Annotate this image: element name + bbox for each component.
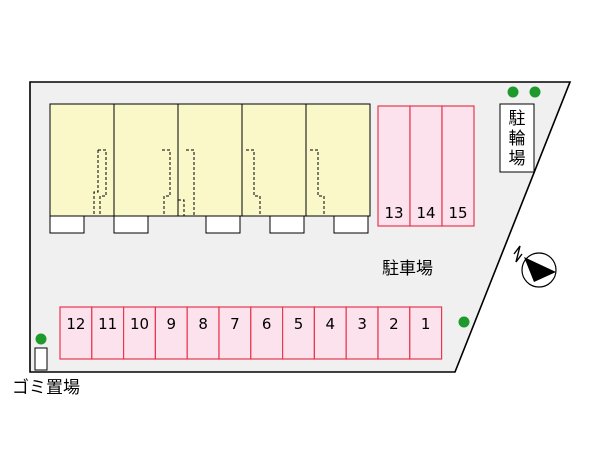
- tree-icon: [458, 316, 470, 328]
- bicycle-parking-label-char: 場: [509, 149, 526, 169]
- parking-stall: [409, 306, 443, 360]
- parking-stall-number: 11: [98, 315, 117, 333]
- parking-stall: [441, 105, 475, 227]
- building-unit: [305, 103, 371, 217]
- unit-entrance: [246, 149, 261, 216]
- bicycle-parking-box: [499, 103, 535, 173]
- parking-stall: [250, 306, 284, 360]
- building-unit: [177, 103, 243, 217]
- parking-stall-number: 6: [262, 315, 272, 333]
- parking-stall-number: 12: [66, 315, 85, 333]
- parking-stall: [282, 306, 316, 360]
- garbage-box: [34, 347, 48, 371]
- unit-balcony: [113, 215, 149, 234]
- parking-stall-number: 7: [230, 315, 240, 333]
- parking-stall: [409, 105, 443, 227]
- parking-stall: [154, 306, 188, 360]
- unit-balcony: [205, 215, 241, 234]
- unit-entrance: [186, 149, 195, 216]
- parking-stall-number: 15: [448, 204, 467, 222]
- apartment-building: [49, 103, 371, 234]
- bicycle-parking: 駐輪場: [499, 103, 535, 173]
- parking-stall: [345, 306, 379, 360]
- bicycle-parking-label-char: 駐輪場: [509, 109, 526, 169]
- garbage-area-label: ゴミ置場: [12, 377, 80, 398]
- compass-needle: [524, 257, 556, 282]
- unit-balcony: [269, 215, 305, 234]
- building-unit: [241, 103, 307, 217]
- building-unit: [113, 103, 179, 217]
- unit-entrance: [177, 150, 185, 216]
- bicycle-parking-label-char: 輪: [509, 129, 526, 149]
- parking-stall-number: 2: [389, 315, 399, 333]
- unit-entrance: [93, 150, 99, 216]
- unit-entrance: [162, 149, 171, 216]
- parking-area-label: 駐車場: [382, 259, 433, 279]
- parking-stall-number: 14: [416, 204, 435, 222]
- tree-icon: [507, 86, 519, 98]
- parking-stall-number: 10: [130, 315, 149, 333]
- bicycle-parking-label-char: 駐: [509, 109, 526, 129]
- unit-entrance: [98, 149, 107, 216]
- parking-stall: [122, 306, 156, 360]
- parking-stall-number: 13: [384, 204, 403, 222]
- parking-stall: [186, 306, 220, 360]
- parking-stall: [377, 306, 411, 360]
- garbage-area: ゴミ置場: [12, 347, 80, 398]
- parking-stall-number: 4: [326, 315, 336, 333]
- side-parking-row: 13 14 15: [377, 105, 475, 227]
- tree-icon: [529, 86, 541, 98]
- parking-stall-number: 8: [198, 315, 208, 333]
- unit-balcony: [49, 215, 85, 234]
- compass-north-arrow-icon: [513, 245, 557, 288]
- front-parking-row: 12 11 10 9 8 7 6 5 4 3 2 1: [59, 306, 443, 360]
- parking-stall: [218, 306, 252, 360]
- parking-stall: [91, 306, 125, 360]
- parking-stall-number: 5: [294, 315, 304, 333]
- parking-stall-number: 3: [357, 315, 367, 333]
- parking-stall-number: 1: [421, 315, 431, 333]
- compass-n-mark: [513, 245, 523, 263]
- unit-entrance: [310, 149, 325, 216]
- building-unit: [49, 103, 115, 217]
- unit-balcony: [333, 215, 369, 234]
- parking-stall-number: 9: [167, 315, 177, 333]
- tree-icon: [35, 333, 47, 345]
